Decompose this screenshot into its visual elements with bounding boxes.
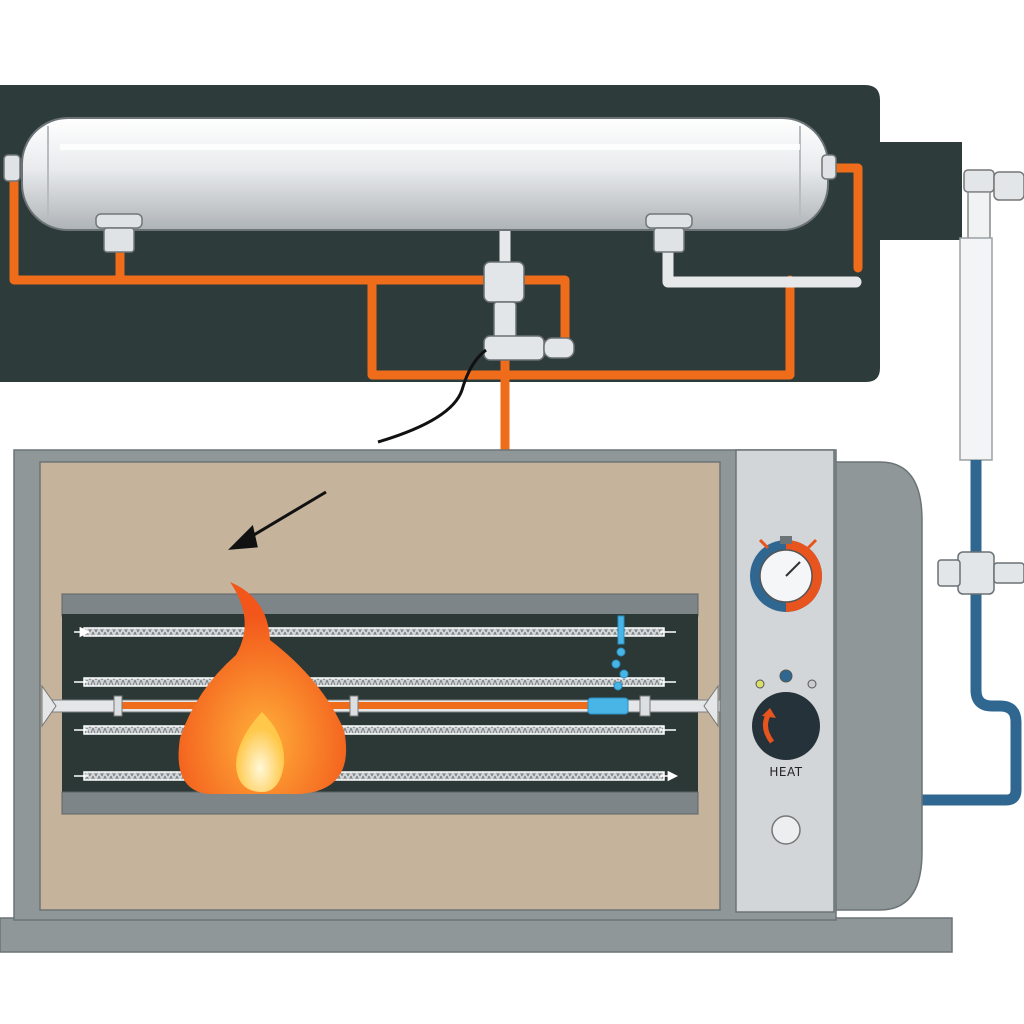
- indicator-lights: [755, 669, 817, 689]
- power-button[interactable]: [771, 815, 801, 845]
- central-valve: [483, 261, 575, 361]
- pressure-gauge: [750, 536, 822, 612]
- flame-icon: [178, 582, 347, 794]
- sensor-wire: [377, 348, 487, 444]
- tank-fittings: [3, 154, 837, 253]
- heating-element-4: [83, 771, 665, 781]
- chamber-arrow: [228, 490, 327, 550]
- side-valve: [937, 551, 1024, 595]
- indicator-light-grey: [807, 679, 817, 689]
- heating-element-1: [83, 627, 665, 637]
- heat-knob-label: HEAT: [769, 765, 802, 779]
- heating-elements: [74, 628, 676, 780]
- heat-knob[interactable]: [752, 692, 820, 760]
- white-pipes: [499, 226, 862, 288]
- tank: [21, 117, 829, 231]
- heating-element-2: [83, 677, 665, 687]
- heating-element-3: [83, 725, 665, 735]
- indicator-light-yellow: [755, 679, 765, 689]
- indicator-light-blue: [779, 669, 793, 683]
- water-drip: [587, 615, 629, 715]
- right-supply-pipe: [922, 169, 1024, 806]
